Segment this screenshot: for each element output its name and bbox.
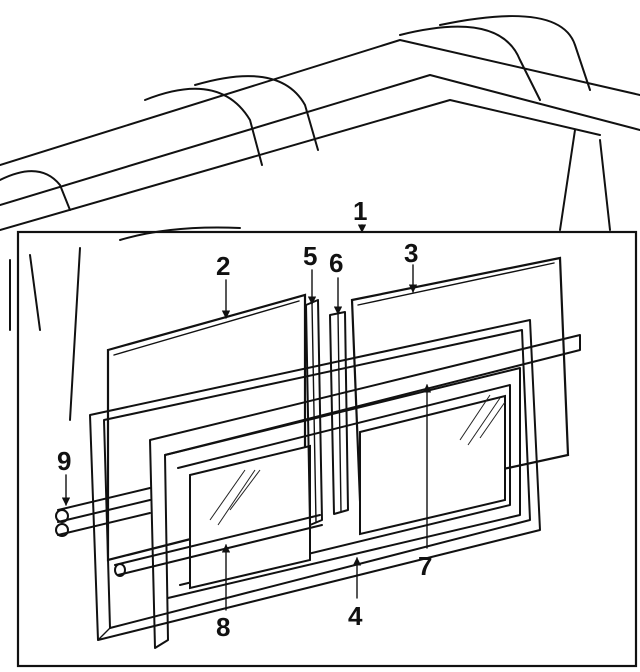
callout-4: 4 [348,601,363,631]
lower-track-rails [55,487,323,577]
callout-9: 9 [57,446,71,476]
outer-window-frame [89,319,541,641]
callout-labels: 1 2 3 4 5 6 7 8 9 [57,196,432,642]
callout-1: 1 [353,196,367,226]
callout-6: 6 [329,248,343,278]
center-division-channels [305,299,349,526]
callout-3: 3 [404,238,418,268]
leader-lines [61,224,432,611]
assembly-frame-box [16,230,638,668]
sliding-window-frame [149,334,581,649]
callout-7: 7 [418,551,432,581]
glass-glare-lines [209,394,506,526]
callout-8: 8 [216,612,230,642]
callout-2: 2 [216,251,230,281]
vehicle-body-outline [0,15,640,421]
callout-5: 5 [303,241,317,271]
